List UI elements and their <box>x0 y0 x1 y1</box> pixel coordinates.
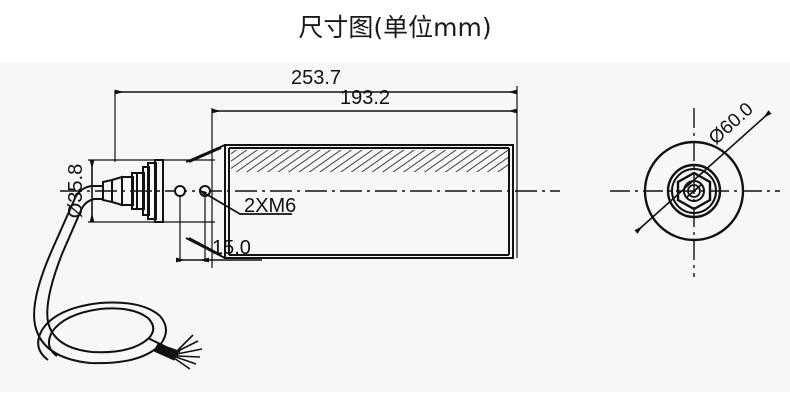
thread-callout-label: 2XM6 <box>244 195 296 217</box>
body-rectangle <box>224 144 514 259</box>
taper-lower-inner <box>188 237 222 256</box>
end-view-centerlines <box>610 108 780 277</box>
cable-jacket-end <box>153 343 179 361</box>
dimension-label-hole-offset: 15.0 <box>212 237 251 259</box>
taper-transition <box>185 144 226 259</box>
dimension-label-face-diameter: Ø60.0 <box>705 99 758 149</box>
connector-nose <box>102 178 113 204</box>
page-title: 尺寸图(单位mm) <box>298 13 492 42</box>
extension-lines <box>88 86 518 268</box>
cable <box>33 185 181 365</box>
cable-wire-strands <box>173 334 203 370</box>
taper-upper-inner <box>188 147 222 163</box>
dimension-hole-offset: 15.0 <box>176 237 262 263</box>
dimension-body-length: 193.2 <box>212 87 517 114</box>
end-face-view: Ø60.0 <box>610 99 780 277</box>
dimension-overall-length: 253.7 <box>115 67 517 95</box>
dimension-label-overall-length: 253.7 <box>291 67 341 89</box>
cable-outline-lower <box>46 198 155 357</box>
dimension-label-body-length: 193.2 <box>340 87 390 109</box>
taper-upper-edge <box>185 144 226 163</box>
mounting-hole-1 <box>174 185 186 197</box>
thread-callout-leader <box>198 189 292 215</box>
dimension-line-60 <box>634 110 772 234</box>
side-section-view: 253.7 193.2 Ø35.8 15.0 <box>33 67 560 370</box>
section-hatching <box>231 150 508 172</box>
thread-callout: 2XM6 <box>198 189 296 217</box>
cylinder-body-outline <box>224 144 514 259</box>
connector-assembly <box>102 159 164 223</box>
